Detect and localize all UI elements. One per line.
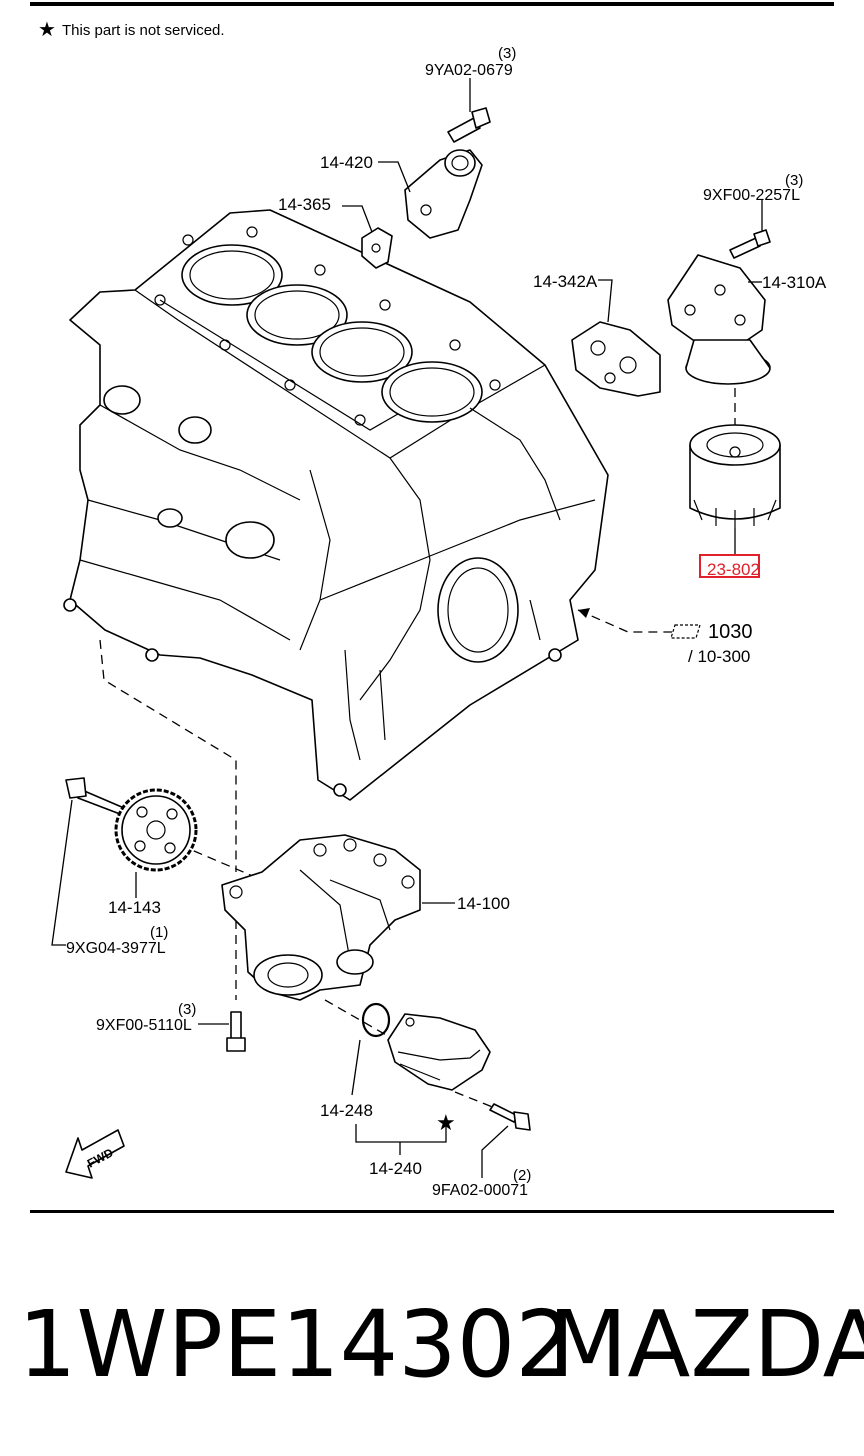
- bolt-9fa02-icon[interactable]: [489, 1103, 531, 1131]
- qty-9xf00-5110: (3): [178, 1001, 196, 1018]
- oil-filter-body-icon[interactable]: [667, 254, 771, 385]
- qty-9xf00-2257: (3): [785, 172, 803, 189]
- label-14-240[interactable]: 14-240: [369, 1159, 422, 1178]
- title-row: 1WPE14302 MAZDA: [0, 1290, 864, 1400]
- label-9fa02-00071[interactable]: 9FA02-00071: [432, 1182, 528, 1199]
- oil-filter-icon[interactable]: [689, 424, 781, 528]
- label-9xg04-3977l[interactable]: 9XG04-3977L: [66, 940, 166, 957]
- oil-strainer-icon[interactable]: [387, 1013, 491, 1091]
- label-14-420[interactable]: 14-420: [320, 153, 373, 172]
- label-14-310a[interactable]: 14-310A: [762, 273, 827, 292]
- bolt-9xg04-icon[interactable]: [65, 777, 125, 815]
- label-14-100[interactable]: 14-100: [457, 894, 510, 913]
- highlight-box: [699, 554, 760, 578]
- fwd-arrow-icon: FWD: [65, 1129, 125, 1179]
- label-9ya02-0679[interactable]: 9YA02-0679: [425, 62, 513, 79]
- label-14-143[interactable]: 14-143: [108, 898, 161, 917]
- sprocket-icon[interactable]: [114, 788, 198, 872]
- qty-9fa02: (2): [513, 1167, 531, 1184]
- label-10-300[interactable]: / 10-300: [688, 647, 750, 666]
- label-23-802[interactable]: 23-802: [707, 560, 760, 579]
- gasket-14-342a-icon[interactable]: [571, 321, 661, 397]
- legend-note: This part is not serviced.: [62, 22, 225, 39]
- gasket-14-365-icon[interactable]: [361, 227, 393, 269]
- oil-control-valve-icon[interactable]: [404, 149, 483, 239]
- brand-name: MAZDA: [548, 1291, 864, 1398]
- bolt-9ya02-icon[interactable]: [447, 107, 491, 143]
- top-rule: [30, 2, 834, 6]
- bottom-rule: [30, 1210, 834, 1213]
- qty-9xg04: (1): [150, 924, 168, 941]
- legend-star-icon: ★: [38, 17, 56, 41]
- bolt-9xf00-2257-icon[interactable]: [729, 229, 771, 259]
- part-number: 1WPE14302: [18, 1291, 574, 1398]
- bolt-9xf00-5110-icon[interactable]: [226, 1011, 246, 1052]
- label-14-342a[interactable]: 14-342A: [533, 272, 598, 291]
- reference-icon: [670, 624, 701, 639]
- label-14-248[interactable]: 14-248: [320, 1101, 373, 1120]
- qty-9ya02: (3): [498, 45, 516, 62]
- label-14-365[interactable]: 14-365: [278, 195, 331, 214]
- o-ring-icon[interactable]: [361, 1002, 391, 1038]
- label-9xf00-5110l[interactable]: 9XF00-5110L: [96, 1017, 192, 1034]
- label-1030[interactable]: 1030: [708, 621, 753, 643]
- oil-pump-icon[interactable]: [221, 834, 421, 1001]
- not-serviced-star-icon: ★: [436, 1111, 456, 1136]
- cylinder-block-icon[interactable]: [63, 209, 609, 801]
- label-9xf00-2257l[interactable]: 9XF00-2257L: [703, 187, 800, 204]
